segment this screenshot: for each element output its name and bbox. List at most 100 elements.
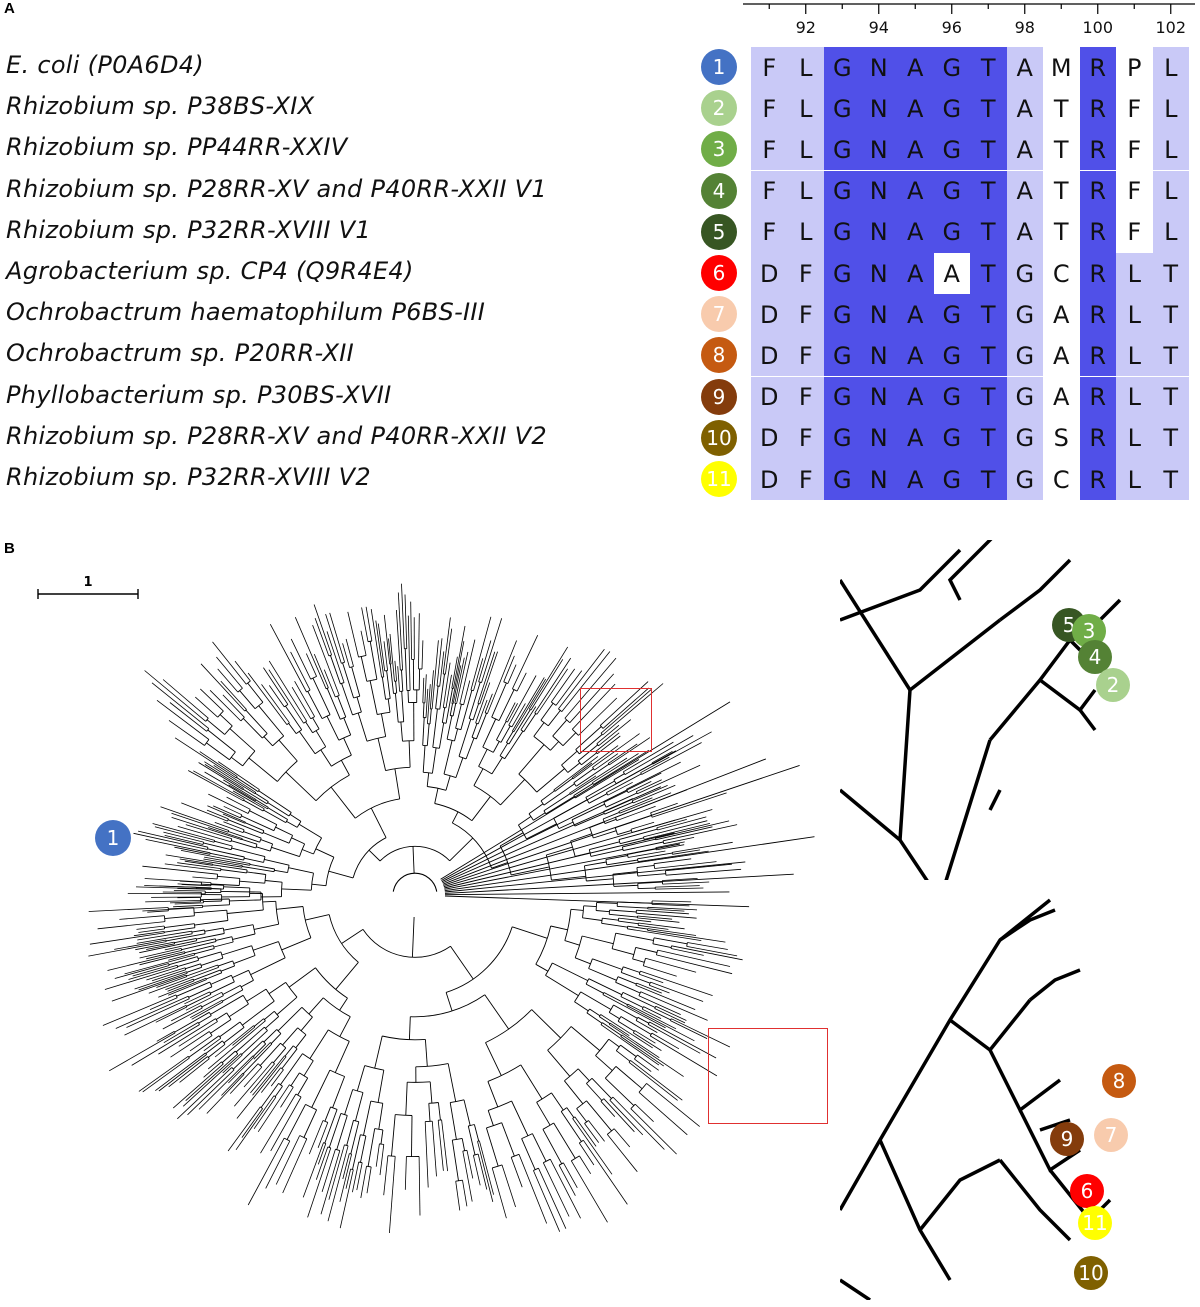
tree-branch [234, 660, 251, 682]
tree-branch [602, 994, 666, 1029]
tree-branch [290, 638, 312, 680]
tree-branch [207, 848, 245, 858]
tree-branch [308, 1120, 324, 1155]
tree-branch [638, 1091, 688, 1136]
tree-branch [206, 742, 230, 761]
tree-branch [407, 615, 411, 691]
tree-branch [609, 1022, 630, 1037]
tree-branch [655, 885, 700, 888]
tree-branch [158, 977, 207, 998]
tree-branch [599, 1016, 611, 1024]
tree-branch [315, 967, 348, 999]
tree-branch [638, 1083, 647, 1093]
tree-branch [229, 728, 256, 752]
tree-branch [302, 849, 314, 855]
tree-branch [626, 761, 681, 790]
tree-branch [396, 609, 401, 671]
tree-branch [443, 809, 713, 888]
tree-branch [288, 867, 314, 874]
tree-branch [312, 728, 320, 734]
residue-cell: D [751, 253, 788, 294]
tree-branch [440, 701, 731, 880]
tree-branch [353, 1119, 359, 1123]
residue-cell: L [1152, 129, 1189, 171]
tree-branch [198, 1055, 254, 1110]
residue-cell: L [787, 129, 824, 171]
tree-branch [315, 1146, 329, 1180]
tree-branch [290, 651, 311, 691]
zoom-species-badge: 9 [1050, 1122, 1084, 1156]
tree-branch [170, 1031, 210, 1058]
tree-branch [632, 947, 637, 960]
tree-branch [350, 1121, 360, 1155]
tree-branch [145, 900, 204, 903]
tree-branch [439, 651, 445, 687]
tree-branch [462, 1180, 468, 1207]
tree-branch [550, 668, 576, 703]
tree-branch [663, 837, 695, 845]
residue-cell: T [1043, 211, 1080, 253]
residue-cell: G [824, 253, 861, 294]
tree-branch [356, 696, 362, 713]
residue-cell: R [1079, 459, 1116, 500]
tree-branch [636, 912, 697, 919]
tree-branch [444, 836, 815, 892]
tree-branch [618, 920, 639, 925]
tree-branch [227, 819, 263, 835]
tree-branch [275, 1135, 301, 1185]
tree-branch [311, 1069, 331, 1108]
tree-branch [307, 1147, 332, 1218]
tree-branch [387, 698, 391, 713]
tree-branch [380, 713, 387, 737]
tree-branch [352, 1134, 361, 1170]
tree-branch [377, 738, 387, 771]
tree-branch [637, 887, 656, 890]
tree-branch [236, 777, 259, 792]
zoom-branch [878, 1139, 952, 1281]
tree-branch [488, 1100, 512, 1111]
tree-branch [491, 1167, 507, 1219]
tree-branch [422, 677, 425, 703]
species-number-badge: 10 [701, 419, 737, 456]
tree-branch [381, 677, 387, 700]
tree-branch [463, 1099, 471, 1126]
residue-cell: A [897, 335, 934, 377]
tree-branch [592, 958, 623, 970]
tree-branch [445, 628, 453, 675]
scale-bar-label: 1 [83, 575, 92, 590]
tree-branch [436, 638, 443, 687]
tree-branch [455, 1181, 461, 1211]
tree-branch [535, 963, 549, 972]
tree-branch [202, 904, 230, 907]
tree-branch [536, 668, 569, 715]
tree-branch [114, 939, 167, 950]
tree-branch [169, 702, 207, 732]
tree-branch [594, 753, 619, 771]
residue-cell: F [787, 417, 824, 459]
tree-branch [276, 906, 304, 910]
tree-branch [397, 592, 403, 671]
tree-branch [401, 583, 405, 649]
tree-branch [278, 739, 298, 762]
tree-branch [340, 759, 350, 776]
position-label: 92 [795, 18, 816, 37]
tree-branch [630, 1108, 677, 1155]
tree-branch [186, 993, 212, 1007]
tree-branch [555, 670, 583, 706]
tree-branch [235, 1095, 275, 1151]
residue-cell: R [1079, 376, 1116, 418]
tree-branch [265, 1140, 291, 1189]
tree-branch [363, 1101, 372, 1136]
tree-branch [462, 1151, 473, 1202]
tree-branch [606, 1134, 638, 1173]
tree-branch [307, 691, 323, 719]
tree-branch [455, 727, 462, 731]
residue-cell: L [1116, 459, 1153, 500]
tree-branch [345, 1168, 351, 1189]
tree-branch [247, 672, 288, 725]
tree-branch [595, 1038, 610, 1056]
tree-branch [613, 1004, 638, 1019]
tree-branch [450, 1099, 465, 1104]
tree-branch [223, 886, 250, 889]
